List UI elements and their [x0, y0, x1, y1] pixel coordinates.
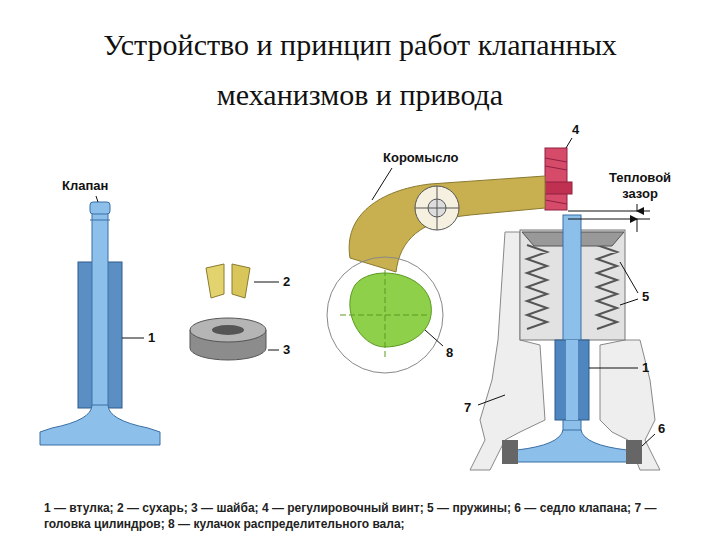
part-label: Клапан — [62, 178, 108, 194]
callout-number: 7 — [464, 400, 471, 416]
callout-number: 5 — [642, 289, 649, 305]
callout-number: 1 — [148, 330, 155, 346]
washer — [190, 318, 279, 360]
parts-caption: 1 — втулка; 2 — сухарь; 3 — шайба; 4 — р… — [44, 500, 684, 532]
part-label: Тепловой зазор — [598, 170, 682, 202]
valve-left — [40, 196, 160, 445]
camshaft-cam — [327, 257, 443, 373]
part-label: Коромысло — [383, 150, 459, 166]
callout-number: 3 — [283, 342, 290, 358]
thermal-gap-dimension — [568, 204, 650, 232]
leader-lines — [478, 262, 655, 446]
callout-number: 4 — [572, 122, 579, 138]
keepers — [206, 264, 279, 298]
callout-number: 1 — [642, 360, 649, 376]
rocker-arm — [349, 168, 545, 272]
valve-right — [502, 215, 642, 464]
slide-title: Устройство и принцип работ клапанных мех… — [40, 20, 680, 120]
callout-number: 8 — [446, 345, 453, 361]
callout-number: 2 — [283, 274, 290, 290]
callout-number: 6 — [658, 421, 665, 437]
